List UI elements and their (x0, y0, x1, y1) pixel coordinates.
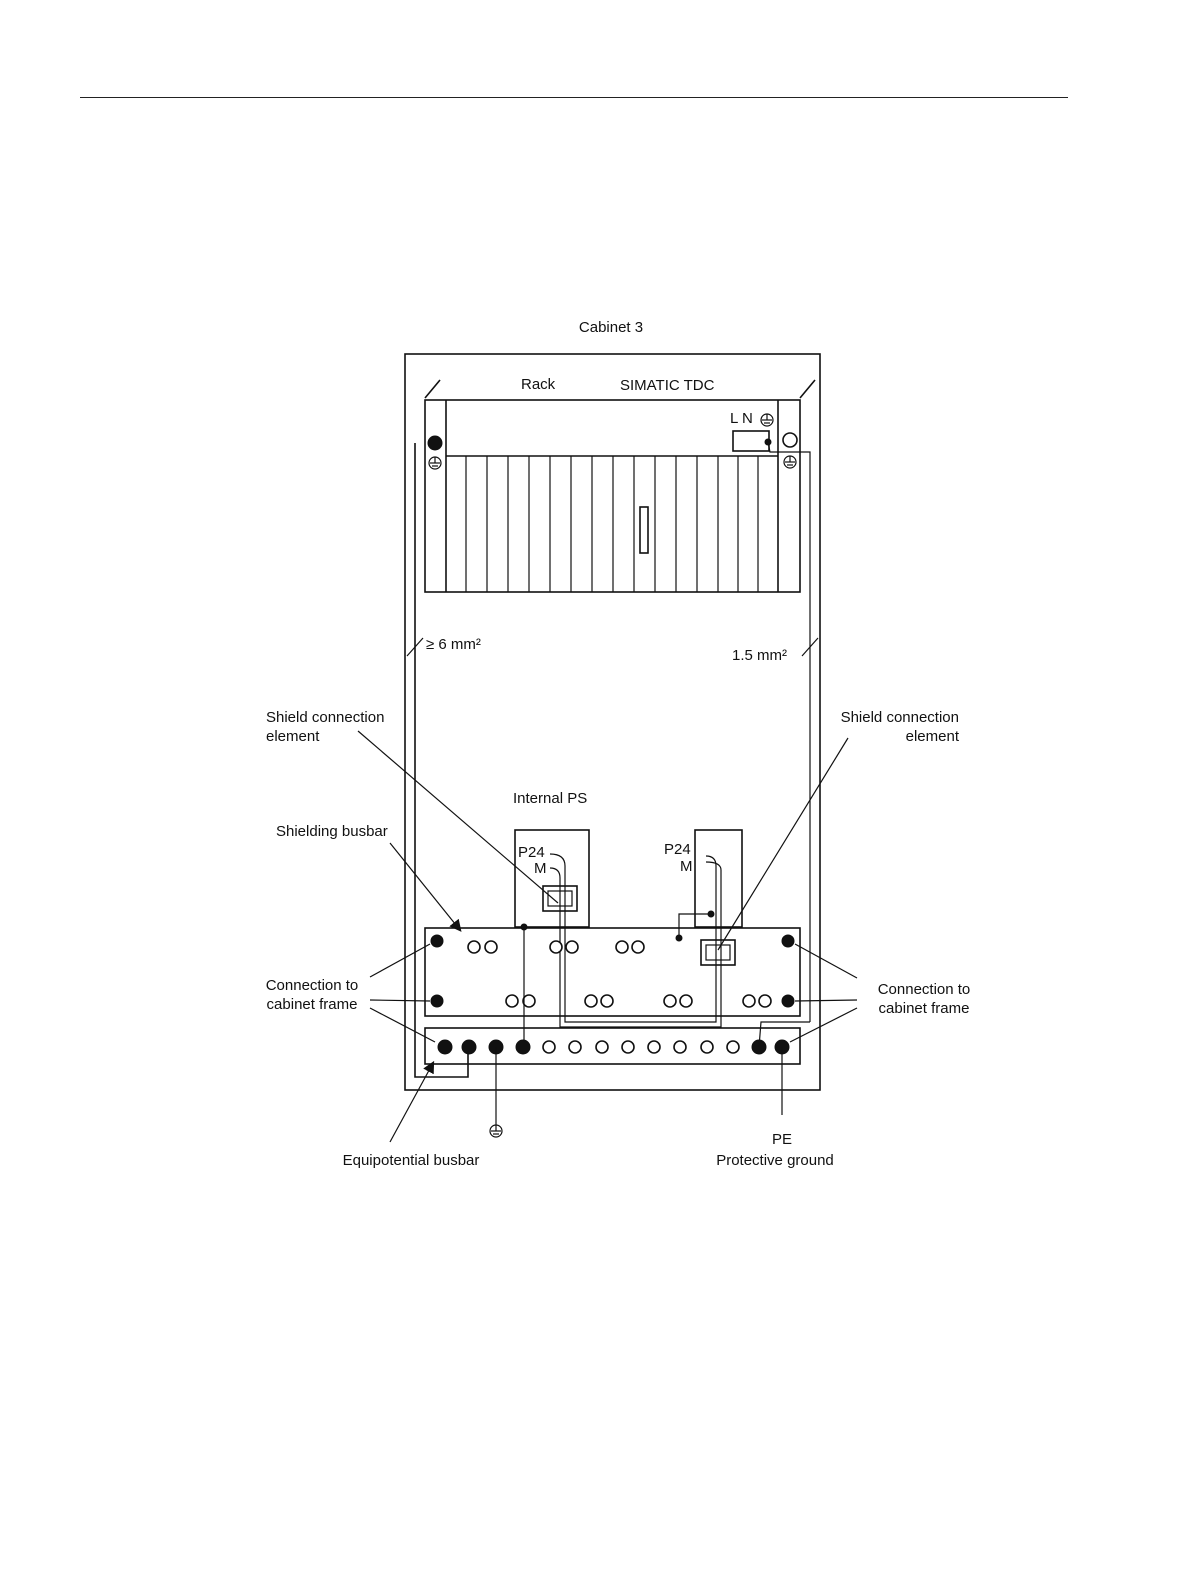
shielding-busbar-terminals (431, 935, 794, 1007)
ground-icon (761, 414, 773, 426)
equipotential-wire-left (415, 443, 468, 1077)
shield-element-right-label-line2: element (906, 728, 960, 745)
connection-right-label-line2: cabinet frame (879, 1000, 970, 1017)
rack-ground-point-left (428, 436, 442, 450)
equipotential-busbar (425, 1028, 800, 1064)
power-terminal-block (733, 431, 769, 451)
ground-icon (784, 456, 796, 468)
shield-element-left-label: Shield connection (266, 709, 384, 726)
ground-icon (429, 457, 441, 469)
rack-label: Rack (521, 376, 556, 393)
shielding-busbar-label: Shielding busbar (276, 823, 388, 840)
system-label: SIMATIC TDC (620, 377, 715, 394)
ps-left-m: M (534, 860, 547, 877)
internal-ps-label: Internal PS (513, 790, 587, 807)
connection-right-label: Connection to (878, 981, 971, 998)
connection-left-label: Connection to (266, 977, 359, 994)
power-supply-right (695, 830, 742, 927)
pe-label: PE (772, 1131, 792, 1148)
rack-ground-point-right (783, 433, 797, 447)
equipotential-busbar-terminals (438, 1040, 789, 1054)
power-terminals-label: L N (730, 410, 753, 427)
equipotential-busbar-label: Equipotential busbar (343, 1152, 480, 1169)
cabinet-title: Cabinet 3 (579, 319, 643, 336)
ground-icon (490, 1125, 502, 1137)
connection-left-label-line2: cabinet frame (267, 996, 358, 1013)
cross-section-right: 1.5 mm² (732, 647, 787, 664)
ps-right-p24: P24 (664, 841, 691, 858)
protective-ground-label: Protective ground (716, 1152, 834, 1169)
shield-element-left-label-line2: element (266, 728, 320, 745)
ps-left-p24: P24 (518, 844, 545, 861)
cross-section-left: ≥ 6 mm² (426, 636, 481, 653)
rack (425, 380, 815, 592)
shield-element-right-label: Shield connection (841, 709, 959, 726)
ps-right-m: M (680, 858, 693, 875)
